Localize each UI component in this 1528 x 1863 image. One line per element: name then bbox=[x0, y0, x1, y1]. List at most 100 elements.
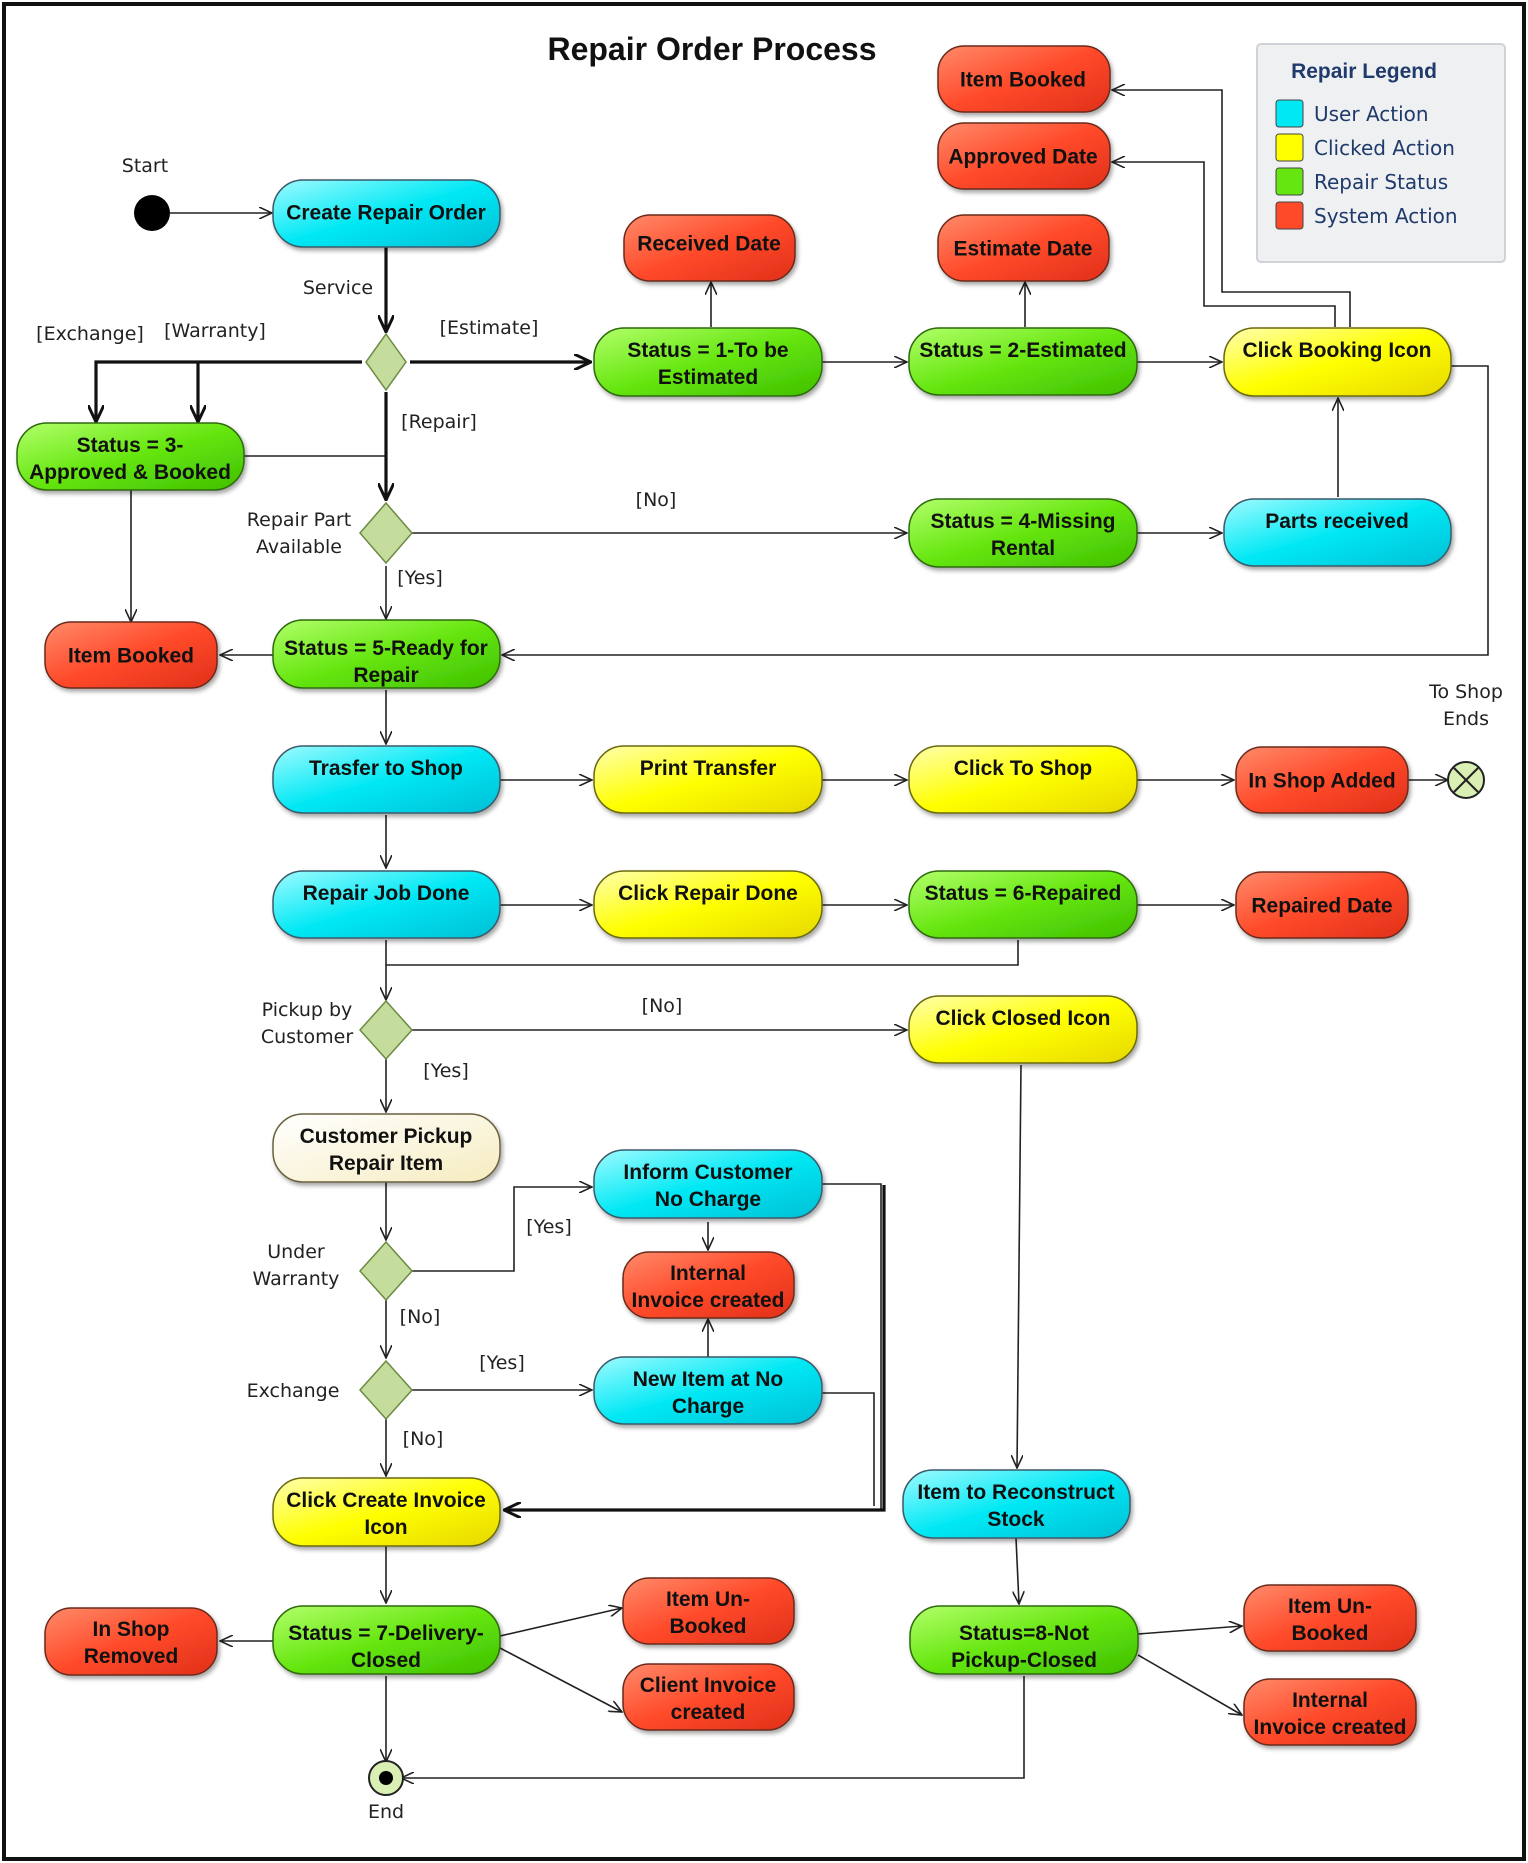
node-repaired-date-text: Repaired Date bbox=[1251, 895, 1392, 918]
node-parts-received-text: Parts received bbox=[1265, 510, 1409, 533]
node-status-5: Status = 5-Ready for Repair bbox=[272, 619, 501, 689]
node-item-unbooked-right: Item Un- Booked bbox=[1243, 1584, 1417, 1652]
decisions bbox=[358, 332, 414, 1421]
node-item-booked-left-shape bbox=[44, 621, 218, 689]
node-click-booking-icon-text: Click Booking Icon bbox=[1242, 339, 1431, 362]
node-status-6-shape bbox=[908, 870, 1138, 939]
edge-s6-merge bbox=[386, 940, 1019, 966]
node-item-booked-top-text: Item Booked bbox=[960, 69, 1086, 92]
node-received-date-shape bbox=[623, 214, 796, 282]
node-create-repair-order: Create Repair Order bbox=[272, 179, 501, 248]
node-item-booked-left-text: Item Booked bbox=[68, 645, 194, 668]
edge-warranty-yes bbox=[412, 1187, 592, 1272]
node-inform-customer-line2: No Charge bbox=[655, 1188, 761, 1211]
node-repaired-date-shape bbox=[1235, 871, 1409, 939]
node-click-repair-done-shape bbox=[593, 870, 823, 939]
edge-s8-end bbox=[401, 1676, 1025, 1778]
label-to-shop-2: Ends bbox=[1443, 708, 1489, 730]
decision-warranty bbox=[358, 1240, 414, 1302]
node-status-4: Status = 4-Missing Rental bbox=[908, 498, 1138, 568]
node-click-closed-icon-shape bbox=[908, 995, 1138, 1064]
legend-box bbox=[1256, 43, 1506, 263]
label-exchange-no: [No] bbox=[403, 1428, 444, 1450]
node-item-unbooked-mid-line1: Item Un- bbox=[666, 1588, 750, 1611]
node-internal-invoice-mid-line2: Invoice created bbox=[632, 1289, 785, 1312]
decision-repair-part bbox=[359, 501, 413, 565]
node-customer-pickup-line1: Customer Pickup bbox=[300, 1125, 473, 1148]
node-status-8: Status=8-Not Pickup-Closed bbox=[909, 1605, 1139, 1675]
node-item-booked-left: Item Booked bbox=[44, 621, 218, 689]
node-status-1-shape bbox=[593, 327, 823, 397]
edge-reconstruct-s8 bbox=[1016, 1537, 1019, 1604]
connectors bbox=[131, 90, 1489, 1778]
node-status-6: Status = 6-Repaired bbox=[908, 870, 1138, 939]
node-click-create-invoice-line1: Click Create Invoice bbox=[286, 1489, 486, 1512]
node-internal-invoice-right: Internal Invoice created bbox=[1243, 1678, 1417, 1746]
node-new-item-shape bbox=[593, 1356, 823, 1425]
node-transfer-to-shop-shape bbox=[272, 745, 501, 814]
label-estimate-guard: [Estimate] bbox=[440, 317, 539, 339]
node-new-item-line1: New Item at No bbox=[633, 1368, 784, 1391]
legend-label-status: Repair Status bbox=[1314, 170, 1448, 194]
edge-s7-unbooked bbox=[499, 1608, 622, 1637]
node-internal-invoice-mid-line1: Internal bbox=[670, 1262, 746, 1285]
node-item-reconstruct: Item to Reconstruct Stock bbox=[902, 1469, 1131, 1539]
node-item-unbooked-right-line2: Booked bbox=[1291, 1622, 1368, 1645]
node-approved-date-shape bbox=[937, 122, 1111, 190]
legend-label-user: User Action bbox=[1314, 102, 1429, 126]
node-create-repair-order-shape bbox=[272, 179, 501, 248]
start-node bbox=[134, 195, 170, 231]
node-client-invoice-shape bbox=[622, 1663, 795, 1731]
label-repair-part-1: Repair Part bbox=[247, 509, 351, 531]
node-click-create-invoice-line2: Icon bbox=[364, 1516, 407, 1539]
node-received-date-text: Received Date bbox=[637, 233, 781, 256]
node-customer-pickup-line2: Repair Item bbox=[329, 1152, 443, 1175]
node-status-3-line1: Status = 3- bbox=[77, 434, 184, 457]
node-item-booked-top-shape bbox=[937, 45, 1111, 113]
end-node-core bbox=[379, 1771, 393, 1785]
edge-s7-clientinvoice bbox=[499, 1647, 622, 1712]
node-item-reconstruct-shape bbox=[902, 1469, 1131, 1539]
edge-service-exchange bbox=[96, 360, 362, 422]
node-status-3: Status = 3- Approved & Booked bbox=[16, 422, 245, 491]
label-parts-no: [No] bbox=[636, 489, 677, 511]
node-status-3-line2: Approved & Booked bbox=[29, 461, 231, 484]
node-status-1-line2: Estimated bbox=[658, 366, 758, 389]
legend-label-system: System Action bbox=[1314, 204, 1458, 228]
edge-booking-approved bbox=[1112, 162, 1336, 327]
edge-newitem-invoice bbox=[822, 1392, 875, 1506]
legend-swatch-system bbox=[1275, 201, 1304, 230]
label-repair-part-2: Available bbox=[256, 536, 342, 558]
legend: Repair Legend User Action Clicked Action… bbox=[1256, 43, 1506, 263]
edge-s8-unbooked bbox=[1137, 1626, 1242, 1635]
label-exchange: Exchange bbox=[247, 1380, 340, 1402]
node-estimate-date-text: Estimate Date bbox=[954, 238, 1093, 261]
edge-booking-itembooked bbox=[1112, 90, 1351, 327]
node-customer-pickup-shape bbox=[272, 1113, 501, 1183]
node-in-shop-removed-shape bbox=[44, 1607, 218, 1676]
node-status-4-line2: Rental bbox=[991, 537, 1055, 560]
node-in-shop-added: In Shop Added bbox=[1235, 746, 1409, 814]
node-create-repair-order-text: Create Repair Order bbox=[286, 202, 486, 225]
node-click-create-invoice-shape bbox=[272, 1477, 501, 1547]
node-in-shop-removed: In Shop Removed bbox=[44, 1607, 218, 1676]
label-repair-guard: [Repair] bbox=[401, 411, 477, 433]
node-item-unbooked-mid-shape bbox=[622, 1577, 795, 1645]
node-client-invoice-line2: created bbox=[671, 1701, 746, 1724]
label-service: Service bbox=[303, 277, 373, 299]
node-approved-date: Approved Date bbox=[937, 122, 1111, 190]
node-new-item: New Item at No Charge bbox=[593, 1356, 823, 1425]
node-repair-job-done-shape bbox=[272, 870, 501, 939]
node-new-item-line2: Charge bbox=[672, 1395, 744, 1418]
node-inform-customer-shape bbox=[593, 1149, 823, 1219]
node-status-1-line1: Status = 1-To be bbox=[627, 339, 788, 362]
node-internal-invoice-right-line1: Internal bbox=[1292, 1689, 1368, 1712]
node-click-create-invoice: Click Create Invoice Icon bbox=[272, 1477, 501, 1547]
edge-inform-invoice bbox=[822, 1183, 882, 1510]
node-status-8-line1: Status=8-Not bbox=[959, 1622, 1089, 1645]
node-client-invoice-line1: Client Invoice bbox=[640, 1674, 777, 1697]
node-internal-invoice-right-shape bbox=[1243, 1678, 1417, 1746]
label-exchange-yes: [Yes] bbox=[479, 1352, 525, 1374]
